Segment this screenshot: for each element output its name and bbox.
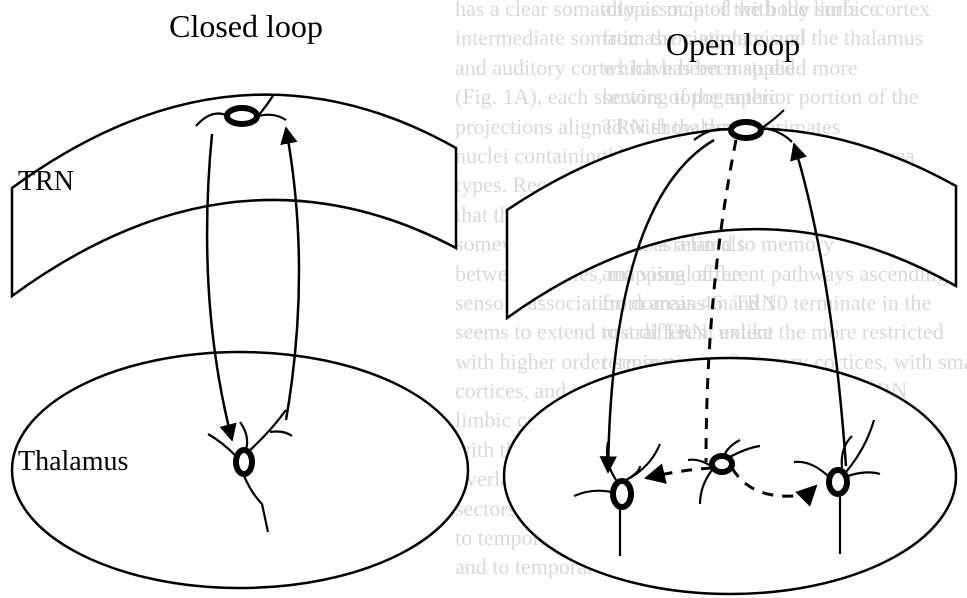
open-loop-thalamus-ellipse	[502, 356, 958, 596]
open-loop-middle-thalamic-neuron	[687, 439, 761, 505]
open-loop-dashed-to-right-arrow	[730, 467, 818, 507]
closed-loop-thalamus-to-trn-arrow	[280, 126, 301, 421]
open-loop-trn-to-left-neuron-arrow	[599, 138, 715, 474]
closed-loop-trn-band	[10, 93, 458, 299]
closed-loop-title: Closed loop	[169, 8, 323, 44]
closed-loop-thalamic-neuron	[207, 409, 293, 533]
open-loop-trn-neuron	[693, 109, 793, 143]
open-loop-title: Open loop	[666, 26, 800, 62]
open-loop-thalamus-to-trn-arrow	[790, 142, 848, 467]
closed-loop-trn-to-thalamus-arrow	[205, 133, 237, 442]
open-loop-trn-dashed-path	[704, 139, 738, 463]
closed-loop-panel	[10, 93, 470, 590]
thalamus-label: Thalamus	[18, 446, 128, 477]
open-loop-right-thalamic-neuron	[793, 419, 881, 554]
open-loop-panel	[502, 109, 958, 596]
open-loop-dashed-to-left-arrow	[643, 463, 713, 484]
closed-loop-trn-neuron	[195, 93, 287, 127]
trn-label: TRN	[18, 166, 74, 197]
open-loop-trn-band	[505, 127, 958, 321]
